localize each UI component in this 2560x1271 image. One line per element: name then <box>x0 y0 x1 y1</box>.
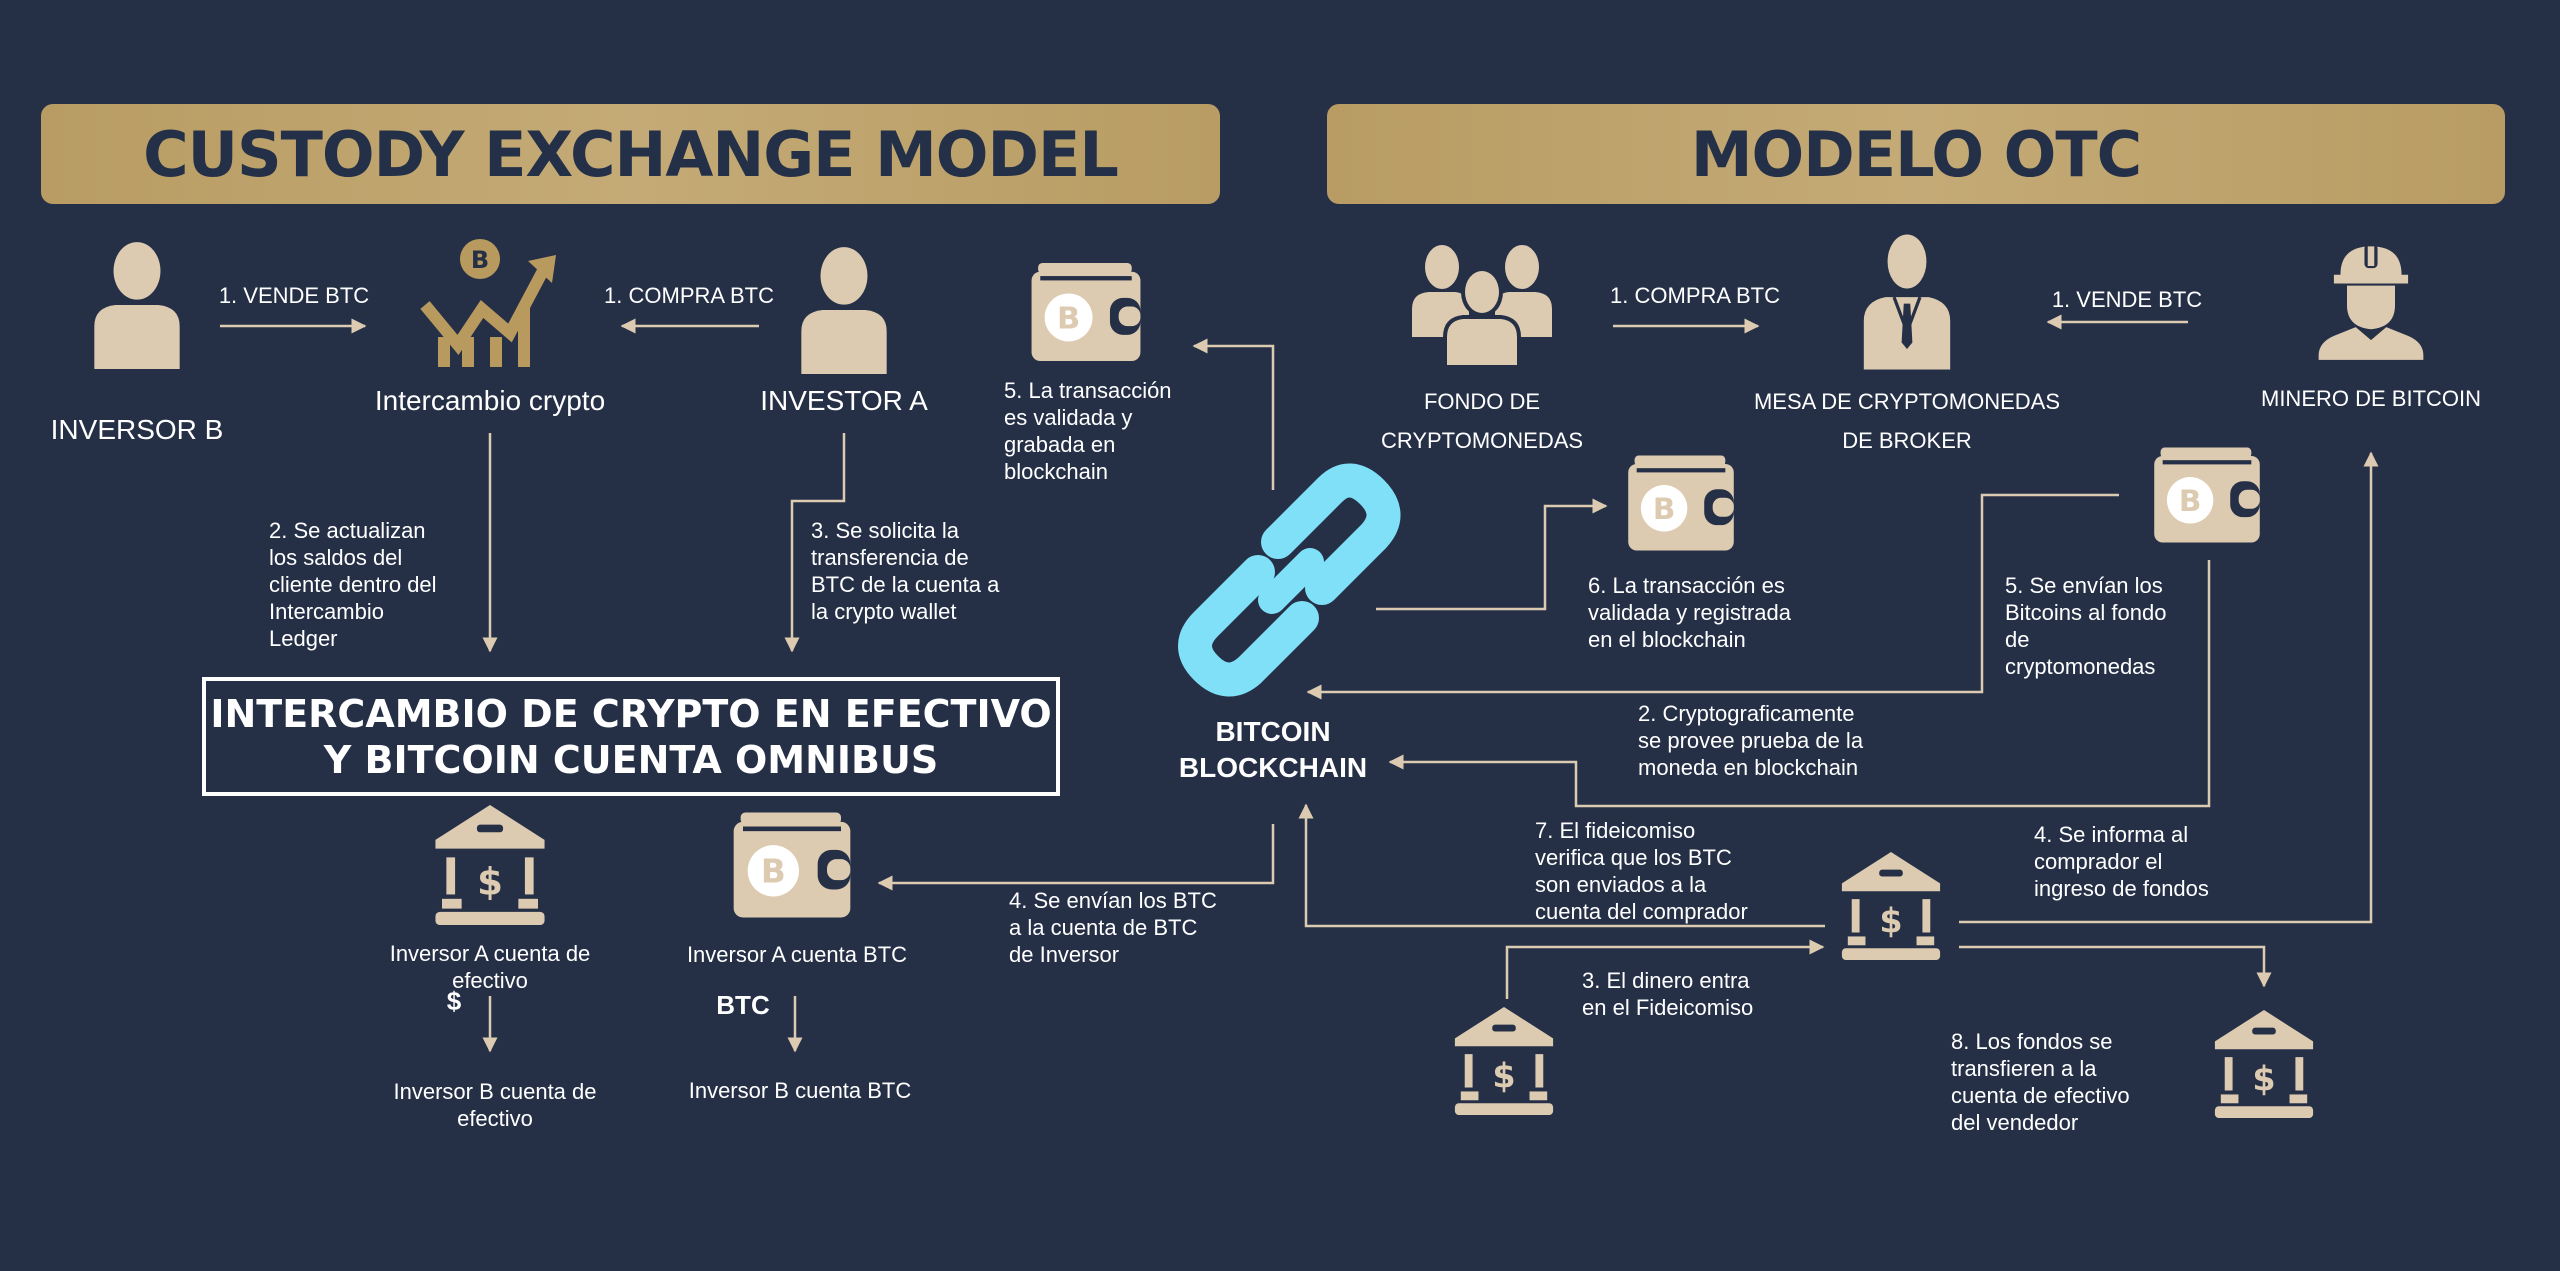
group-of-people-icon <box>1412 245 1552 367</box>
person-icon <box>789 246 899 374</box>
otc-step7-note: 7. El fideicomiso verifica que los BTC s… <box>1535 818 1748 924</box>
crypto-exchange-chart-icon: B <box>420 239 556 367</box>
otc-step4-note: 4. Se informa al comprador el ingreso de… <box>2034 822 2209 901</box>
blockchain-label-line2: BLOCKCHAIN <box>1178 752 1368 783</box>
step4-note: 4. Se envían los BTC a la cuenta de BTC … <box>1009 888 1217 967</box>
bitcoin-blockchain-label: BITCOIN BLOCKCHAIN <box>1179 714 1367 786</box>
otc-step1-compra-label: 1. COMPRA BTC <box>1610 283 1780 308</box>
btc-symbol: BTC <box>716 990 770 1020</box>
arrow-bank-to-trust <box>1505 939 1825 999</box>
otc-step2-note: 2. Cryptograficamente se provee prueba d… <box>1638 701 1864 780</box>
dollar-symbol: $ <box>446 986 462 1016</box>
btc-b-label: Inversor B cuenta BTC <box>688 1078 912 1103</box>
otc-header: MODELO OTC <box>1327 104 2505 204</box>
arrow-trust-to-seller <box>1959 945 2272 988</box>
trust-bank-icon <box>1841 852 1941 960</box>
businessman-icon <box>1863 234 1951 370</box>
arrow-chain-to-wallet-top <box>1192 338 1275 490</box>
arrow-trust-to-miner <box>1959 451 2379 924</box>
arrow-trust-to-chain <box>1298 803 1825 928</box>
cash-a-label: Inversor A cuenta de efectivo <box>389 941 591 993</box>
arrow-wallet-to-chain-2 <box>1388 560 2211 808</box>
arrow-chain-to-wallet-otc <box>1376 498 1608 611</box>
blockchain-chain-link-icon <box>1178 463 1401 697</box>
bitcoin-wallet-icon <box>1628 456 1734 551</box>
step3-note: 3. Se solicita la transferencia de BTC d… <box>811 518 1000 624</box>
arrow-investor-a-to-omnibus <box>784 433 846 653</box>
custody-exchange-header: CUSTODY EXCHANGE MODEL <box>41 104 1220 204</box>
otc-step6-note: 6. La transacción es validada y registra… <box>1588 573 1792 652</box>
bank-icon <box>431 805 549 925</box>
inversor-b-label: INVERSOR B <box>50 414 224 445</box>
person-icon <box>82 241 192 369</box>
btc-a-label: Inversor A cuenta BTC <box>686 942 908 967</box>
otc-title: MODELO OTC <box>1690 117 2142 191</box>
blockchain-label-line1: BITCOIN <box>1215 716 1331 747</box>
svg-text:B: B <box>471 246 489 274</box>
fund-label: FONDO DE CRYPTOMONEDAS <box>1380 389 1584 453</box>
bitcoin-wallet-icon <box>2154 448 2260 543</box>
otc-step5-note: 5. Se envían los Bitcoins al fondo de cr… <box>2005 573 2167 679</box>
step5-note: 5. La transacción es validada y grabada … <box>1004 378 1172 484</box>
arrow-wallet-to-chain <box>1306 493 2119 700</box>
otc-step3-note: 3. El dinero entra en el Fideicomiso <box>1582 968 1754 1020</box>
miner-icon <box>2318 244 2424 360</box>
omnibus-line1: INTERCAMBIO DE CRYPTO EN EFECTIVO <box>210 691 1052 736</box>
otc-step8-note: 8. Los fondos se transfieren a la cuenta… <box>1951 1029 2130 1135</box>
buyer-bank-icon <box>1454 1007 1554 1115</box>
step2-note: 2. Se actualizan los saldos del cliente … <box>269 518 437 651</box>
cash-b-label: Inversor B cuenta de efectivo <box>393 1079 597 1131</box>
exchange-label: Intercambio crypto <box>374 385 606 416</box>
seller-bank-icon <box>2214 1010 2314 1118</box>
bitcoin-wallet-icon <box>732 813 852 918</box>
miner-label: MINERO DE BITCOIN <box>2260 386 2482 411</box>
broker-desk-label: MESA DE CRYPTOMONEDAS DE BROKER <box>1753 389 2061 453</box>
otc-step1-vende-label: 1. VENDE BTC <box>2051 287 2203 312</box>
omnibus-line2: Y BITCOIN CUENTA OMNIBUS <box>323 737 939 782</box>
step1-vende-label: 1. VENDE BTC <box>218 283 370 308</box>
step1-compra-label: 1. COMPRA BTC <box>604 283 774 308</box>
omnibus-account-box: INTERCAMBIO DE CRYPTO EN EFECTIVO Y BITC… <box>202 677 1060 796</box>
investor-a-label: INVESTOR A <box>760 385 928 416</box>
bitcoin-wallet-icon <box>1031 263 1141 361</box>
arrow-chain-to-btc-a <box>877 824 1275 891</box>
custody-exchange-title: CUSTODY EXCHANGE MODEL <box>143 117 1119 191</box>
